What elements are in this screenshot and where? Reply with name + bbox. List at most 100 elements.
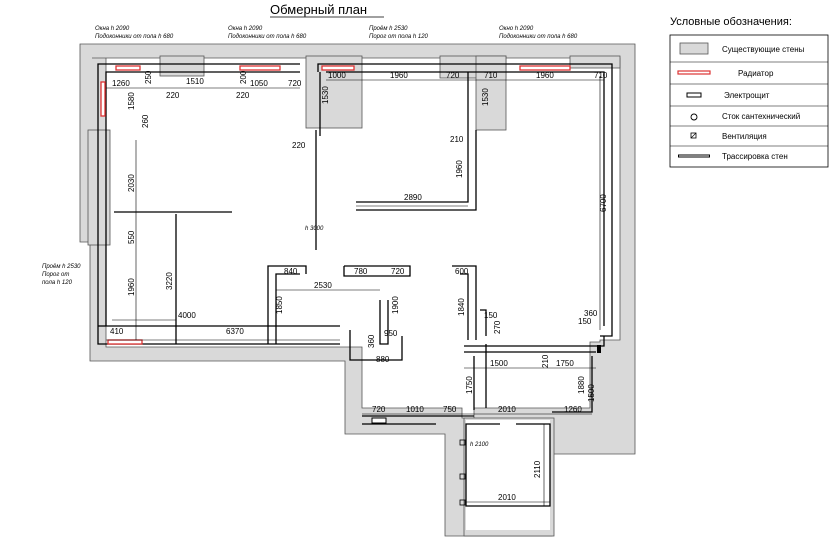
radiator-5: [519, 65, 571, 71]
electrical-panel-symbol-2: [597, 345, 601, 353]
dim-label: 6700: [599, 194, 608, 212]
note-window-3a: Окно h 2090: [499, 26, 534, 32]
dim-label: 720: [446, 71, 460, 80]
dim-label: 600: [455, 267, 469, 276]
dim-label: 1500: [490, 359, 508, 368]
dim-label: 4000: [178, 311, 196, 320]
dim-label: 720: [288, 79, 302, 88]
dim-label: 950: [384, 329, 398, 338]
dim-label: 1850: [275, 296, 284, 314]
legend-item-label: Трассировка стен: [722, 152, 788, 161]
dim-label: 1580: [127, 92, 136, 110]
gray-wall-swatch-icon: [679, 42, 709, 55]
dim-label: 1260: [564, 405, 582, 414]
dim-label: 210: [541, 354, 550, 368]
note-ceiling-2: h 2100: [470, 442, 489, 448]
radiator-3: [239, 65, 281, 71]
dim-label: 260: [141, 114, 150, 128]
note-pass-1a: Проём h 2530: [369, 26, 408, 32]
dim-label: 1750: [465, 376, 474, 394]
dim-label: 220: [166, 91, 180, 100]
dim-label: 3220: [165, 272, 174, 290]
electrical-panel-symbol: [371, 417, 387, 424]
dim-label: 360: [584, 309, 598, 318]
dim-label: 1880: [577, 376, 586, 394]
symbols: [371, 345, 601, 506]
dim-label: 1960: [390, 71, 408, 80]
dim-label: 6370: [226, 327, 244, 336]
dim-label: 550: [127, 230, 136, 244]
dim-label: 2030: [127, 174, 136, 192]
note-pass-2a: Проём h 2530: [42, 264, 81, 270]
dim-label: 1260: [112, 79, 130, 88]
dim-label: 1530: [321, 86, 330, 104]
note-pass-2c: пола h 120: [42, 280, 73, 286]
ventilation-symbol-icon: [690, 132, 697, 139]
dim-label: 710: [594, 71, 608, 80]
dim-label: 220: [236, 91, 250, 100]
exterior-wall: [79, 43, 636, 537]
note-window-2a: Окна h 2090: [228, 26, 263, 32]
dim-label: 1840: [457, 298, 466, 316]
dim-label: 220: [292, 141, 306, 150]
dim-label: 1050: [250, 79, 268, 88]
legend-item-label: Сток сантехнический: [722, 112, 800, 121]
radiator-symbol-icon: [677, 70, 711, 75]
pier-top-4: [475, 55, 507, 131]
note-ceiling: h 3000: [305, 226, 324, 232]
bath-room-fill: [466, 420, 550, 530]
dim-label: 750: [443, 405, 457, 414]
note-window-1a: Окна h 2090: [95, 26, 130, 32]
note-window-1b: Подоконники от пола h 680: [95, 34, 174, 40]
notes: Окна h 2090 Подоконники от пола h 680 Ок…: [42, 26, 578, 448]
dim-label: 1500: [587, 384, 596, 402]
note-pass-1b: Порог от пола h 120: [369, 34, 429, 40]
wall-tracing: [97, 63, 613, 507]
dim-label: 210: [450, 135, 464, 144]
note-window-3b: Подоконники от пола h 680: [499, 34, 578, 40]
radiator-6: [115, 65, 141, 71]
radiator-2: [107, 339, 143, 345]
dim-label: 360: [367, 334, 376, 348]
dim-label: 1000: [328, 71, 346, 80]
dim-label: 2010: [498, 405, 516, 414]
ventilation-symbol-2: [459, 473, 466, 480]
pier-top-5: [569, 55, 621, 69]
dim-label: 710: [484, 71, 498, 80]
ventilation-symbol-3: [459, 499, 466, 506]
plan-title: Обмерный план: [270, 2, 367, 17]
radiators: [100, 65, 571, 345]
legend-item-label: Электрощит: [724, 91, 770, 100]
dim-label: 1510: [186, 77, 204, 86]
dim-label: 720: [391, 267, 405, 276]
radiator-1: [100, 81, 106, 117]
legend: Условные обозначения: Существующие стены…: [669, 16, 829, 168]
note-pass-2b: Порог от: [42, 272, 69, 278]
dim-label: 840: [284, 267, 298, 276]
note-window-2b: Подоконники от пола h 680: [228, 34, 307, 40]
dim-label: 2530: [314, 281, 332, 290]
dim-label: 1900: [391, 296, 400, 314]
dim-label: 150: [484, 311, 498, 320]
dim-label: 1960: [127, 278, 136, 296]
electrical-panel-symbol-icon: [686, 92, 702, 98]
dim-label: 250: [144, 70, 153, 84]
dim-label: 270: [493, 320, 502, 334]
dim-label: 780: [354, 267, 368, 276]
radiator-4: [321, 65, 355, 71]
dim-label: 410: [110, 327, 124, 336]
dim-label: 150: [578, 317, 592, 326]
legend-heading: Условные обозначения:: [670, 16, 792, 28]
dim-label: 200: [239, 70, 248, 84]
dim-label: 2010: [498, 493, 516, 502]
legend-item-label: Радиатор: [738, 69, 774, 78]
drain-circle-symbol-icon: [690, 113, 698, 121]
legend-item-label: Существующие стены: [722, 45, 805, 54]
dim-label: 1530: [481, 88, 490, 106]
legend-item-label: Вентиляция: [722, 132, 767, 141]
dim-label: 720: [372, 405, 386, 414]
dimension-labels: 1260 250 1510 200 1050 720 1000 1960 720…: [110, 70, 608, 502]
dim-label: 2110: [533, 460, 542, 478]
dim-label: 1010: [406, 405, 424, 414]
